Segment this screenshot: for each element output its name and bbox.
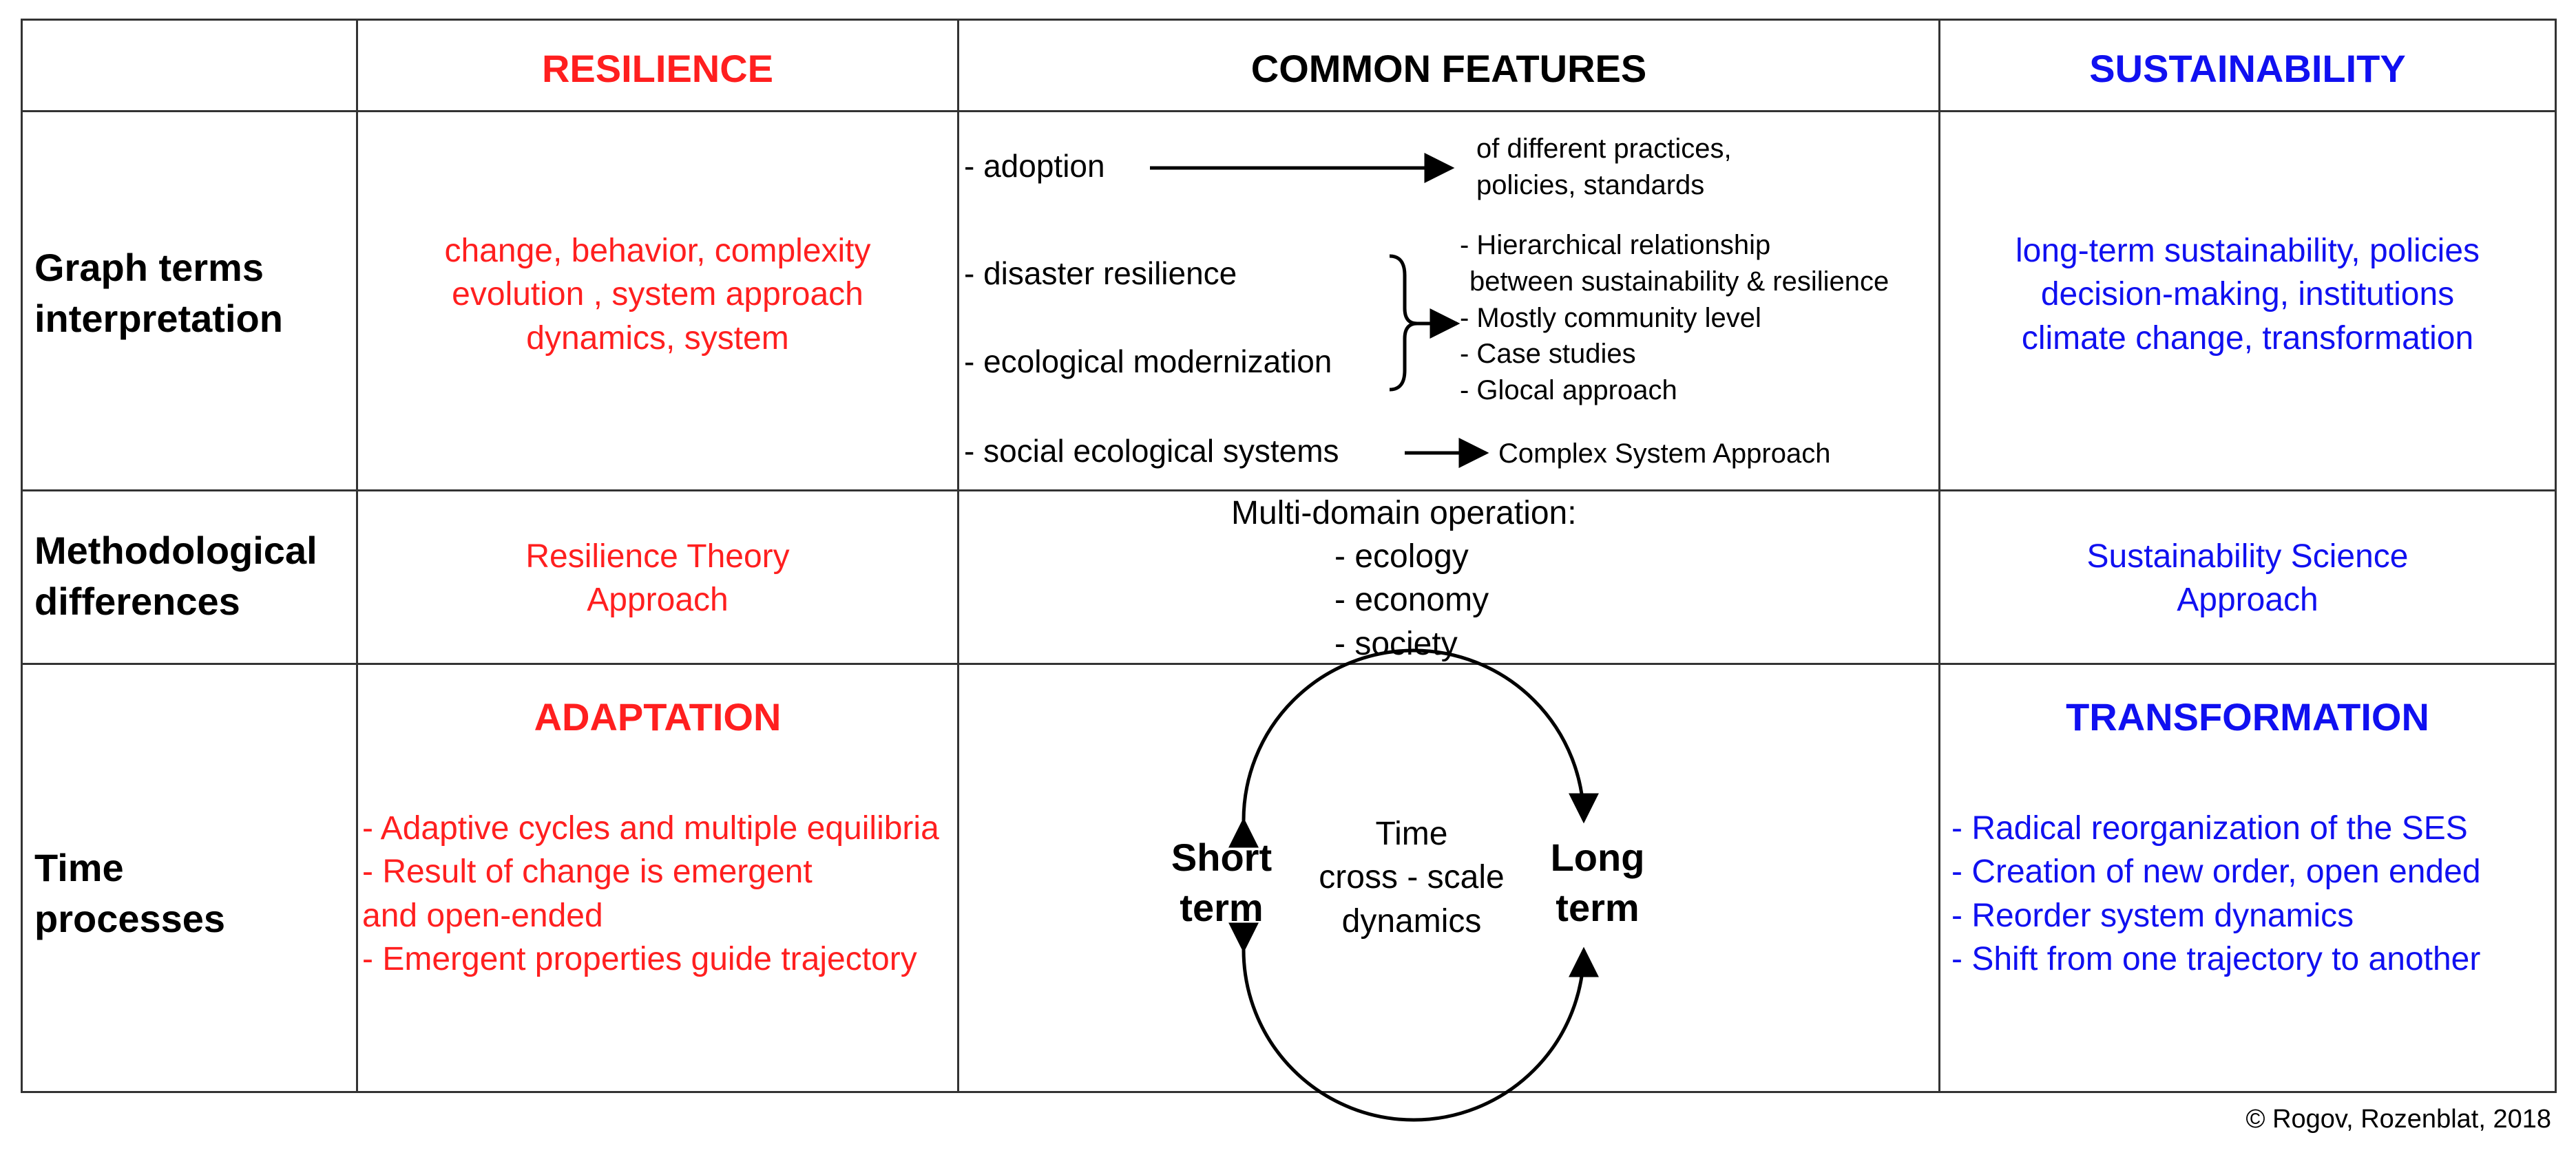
row-label-methodological: Methodological differences [34, 529, 317, 623]
sustainability-graph-terms: long-term sustainability, policies decis… [2015, 233, 2480, 357]
header-common-features: COMMON FEATURES [1250, 47, 1647, 90]
grid-line-bottom [21, 1091, 2557, 1093]
header-resilience: RESILIENCE [541, 47, 774, 90]
sustainability-time-items: - Radical reorganization of the SES - Cr… [1951, 810, 2481, 978]
grid-line-left [21, 19, 23, 1093]
common-bracket-results: - Hierarchical relationship between sust… [1460, 230, 1889, 406]
common-multi-domain-items: - ecology - economy - society [1334, 538, 1489, 662]
grid-line-col1 [356, 19, 358, 1093]
resilience-method: Resilience Theory Approach [525, 538, 790, 619]
curly-bracket [1389, 254, 1418, 392]
resilience-graph-terms: change, behavior, complexity evolution ,… [444, 233, 871, 357]
grid-line-row1 [21, 489, 2557, 491]
cycle-arrow-bottom [1228, 922, 1599, 1122]
resilience-adaptation-title: ADAPTATION [534, 695, 782, 739]
copyright: © Rogov, Rozenblat, 2018 [2245, 1105, 2551, 1134]
grid-line-col2 [957, 19, 959, 1093]
grid-line-header [21, 110, 2557, 112]
sustainability-method: Sustainability Science Approach [2086, 538, 2409, 619]
common-social-ecological-systems: - social ecological systems [964, 433, 1339, 469]
common-disaster-resilience: - disaster resilience [964, 255, 1237, 291]
cycle-arrow-top [1228, 648, 1599, 848]
grid-line-row2 [21, 663, 2557, 665]
grid-line-top [21, 19, 2557, 21]
common-ses-result: Complex System Approach [1498, 438, 1831, 469]
common-ecological-modernization: - ecological modernization [964, 343, 1332, 379]
grid-line-right [2555, 19, 2557, 1093]
header-sustainability: SUSTAINABILITY [2089, 47, 2406, 90]
grid-line-col3 [1938, 19, 1940, 1093]
common-multi-domain-title: Multi-domain operation: [1231, 495, 1577, 531]
common-adoption: - adoption [964, 148, 1105, 184]
resilience-time-items: - Adaptive cycles and multiple equilibri… [362, 810, 939, 978]
row-label-time-processes: Time processes [34, 846, 226, 940]
row-label-graph-terms: Graph terms interpretation [34, 246, 283, 340]
sustainability-transformation-title: TRANSFORMATION [2066, 695, 2429, 739]
common-adoption-result: of different practices, policies, standa… [1476, 134, 1732, 200]
